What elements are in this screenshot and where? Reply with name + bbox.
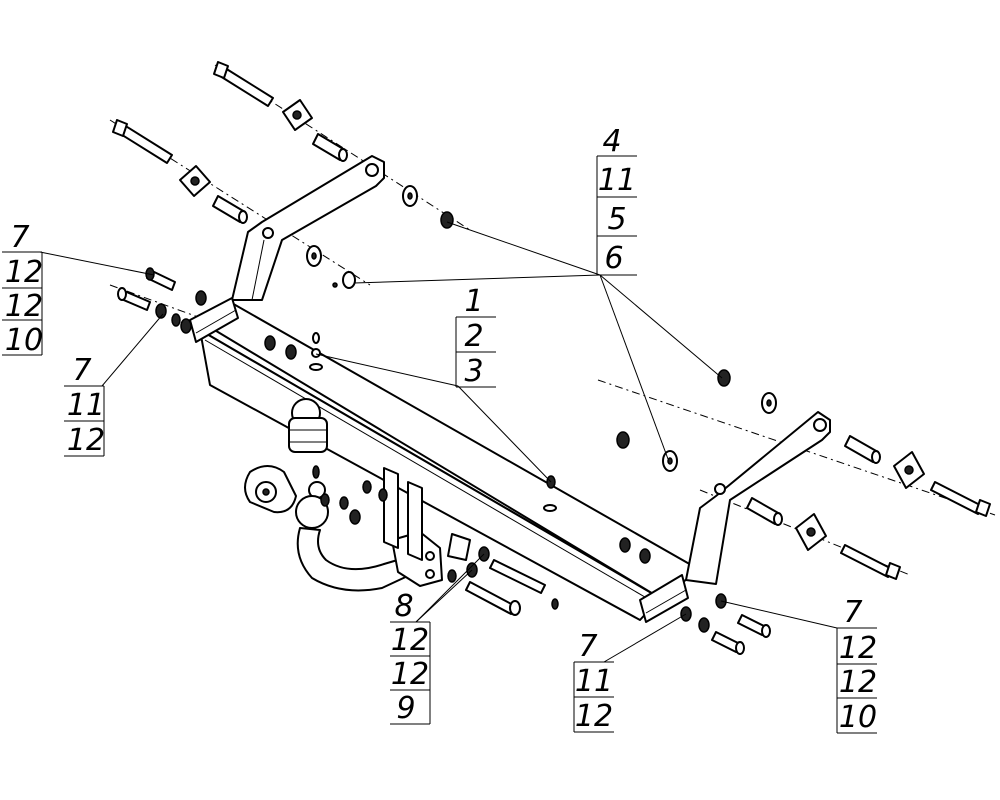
callout-label: 8 xyxy=(394,589,413,624)
bolt-left-1 xyxy=(145,267,176,291)
square-plate-1 xyxy=(282,99,313,131)
right-bracket xyxy=(685,411,831,585)
callout-label: 7 xyxy=(578,629,597,664)
nut-right-2 xyxy=(616,431,630,449)
bolt-bottom-center xyxy=(465,559,546,616)
callout-label: 1 xyxy=(464,284,483,319)
callout-label: 4 xyxy=(602,124,621,159)
callout-label: 10 xyxy=(5,323,43,358)
callout-label: 12 xyxy=(839,665,877,700)
washer-right-1 xyxy=(761,392,777,414)
bottom-right-fasteners xyxy=(680,593,771,655)
washer-left-1 xyxy=(195,290,207,306)
washer-upper-2 xyxy=(306,245,322,267)
washer-right-2 xyxy=(662,450,678,472)
spacer-tube-1 xyxy=(312,133,348,162)
bolt-right-1 xyxy=(930,481,991,517)
callout-center: 1 2 3 xyxy=(455,284,496,389)
callout-label: 12 xyxy=(575,699,613,734)
callout-label: 12 xyxy=(839,631,877,666)
callout-label: 6 xyxy=(604,241,623,276)
callout-label: 12 xyxy=(5,255,43,290)
square-plate-3 xyxy=(893,451,925,489)
nut-upper-2 xyxy=(332,271,356,289)
callout-left-lower: 7 11 12 xyxy=(64,353,105,458)
callout-label: 2 xyxy=(464,319,483,354)
spacer-tube-4 xyxy=(746,497,783,526)
socket-plate xyxy=(244,465,326,514)
bolt-upper-left-2 xyxy=(112,119,173,164)
callout-label: 7 xyxy=(72,353,91,388)
callout-label: 11 xyxy=(67,388,105,423)
nut-upper-1 xyxy=(440,211,454,229)
callout-label: 12 xyxy=(391,623,429,658)
callout-label: 9 xyxy=(396,691,415,726)
callout-bottom-mid: 7 11 12 xyxy=(573,629,614,734)
callout-bottom-center: 8 12 12 9 xyxy=(390,589,431,726)
callout-label: 3 xyxy=(464,354,483,389)
bolt-left-2 xyxy=(117,287,151,311)
spacer-tube-3 xyxy=(844,435,881,464)
nuts-beam-left xyxy=(264,332,323,371)
callout-top-right: 4 11 5 6 xyxy=(596,124,637,276)
callout-label: 12 xyxy=(5,289,43,324)
callout-label: 12 xyxy=(67,423,105,458)
ball-cover xyxy=(288,398,328,453)
callout-label: 5 xyxy=(607,202,626,237)
callout-label: 7 xyxy=(843,595,862,630)
square-plate-4 xyxy=(795,513,827,551)
callout-label: 7 xyxy=(10,220,29,255)
bolt-upper-left-1 xyxy=(213,61,274,107)
washer-upper-1 xyxy=(402,185,418,207)
washer-left-2 xyxy=(155,303,192,334)
bolt-right-2 xyxy=(840,544,901,580)
callout-label: 11 xyxy=(598,163,636,198)
callout-label: 12 xyxy=(391,657,429,692)
leader-lines xyxy=(39,221,838,663)
tow-ball-arm xyxy=(295,495,443,592)
callout-left-upper: 7 12 12 10 xyxy=(2,220,43,358)
callout-bottom-right: 7 12 12 10 xyxy=(836,595,877,735)
spacer-tube-2 xyxy=(212,195,248,224)
callout-label: 10 xyxy=(839,700,877,735)
square-plate-2 xyxy=(179,165,211,197)
center-mount-plates xyxy=(383,467,471,561)
left-bracket xyxy=(231,155,385,301)
nut-right-1 xyxy=(717,369,731,387)
callout-label: 11 xyxy=(575,664,613,699)
